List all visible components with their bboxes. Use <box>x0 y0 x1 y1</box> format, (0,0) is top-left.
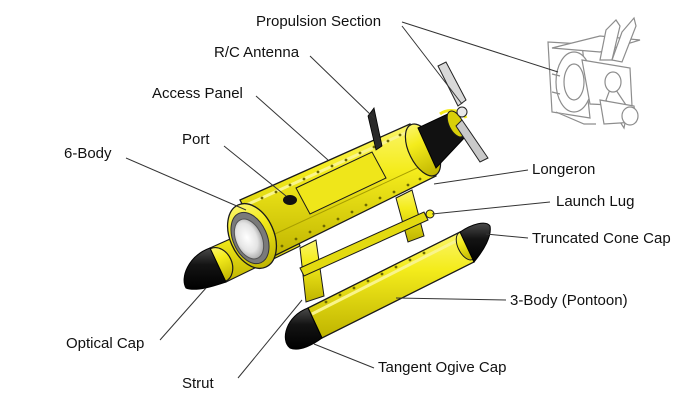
propeller-blade-upper <box>437 61 467 107</box>
label-access-panel: Access Panel <box>152 85 243 102</box>
struts <box>299 189 435 303</box>
label-propulsion-section: Propulsion Section <box>256 13 381 30</box>
label-truncated-cone-cap: Truncated Cone Cap <box>532 230 671 247</box>
label-six-body: 6-Body <box>64 145 112 162</box>
label-tangent-ogive-cap: Tangent Ogive Cap <box>378 359 506 376</box>
tangent-ogive-cap-shape <box>285 307 323 350</box>
six-body-hull <box>239 123 442 259</box>
propeller-hub <box>456 106 468 118</box>
propulsion-detail-inset <box>547 16 641 130</box>
rc-antenna <box>367 107 383 151</box>
label-optical-cap: Optical Cap <box>66 335 144 352</box>
hull-rivets <box>260 133 422 248</box>
label-strut: Strut <box>182 375 215 392</box>
propeller-blade-lower <box>455 119 489 163</box>
label-three-body-pontoon: 3-Body (Pontoon) <box>510 292 628 309</box>
truncated-cone-cap-shape <box>459 222 491 263</box>
right-pontoon <box>285 222 491 350</box>
leader-lines <box>125 21 559 379</box>
label-launch-lug: Launch Lug <box>556 193 634 210</box>
label-longeron: Longeron <box>532 161 595 178</box>
label-port: Port <box>182 131 210 148</box>
port-hole <box>283 195 297 205</box>
pontoon-rivets <box>324 251 426 304</box>
labels: Propulsion Section R/C Antenna Access Pa… <box>64 13 671 392</box>
propulsion-section <box>417 61 489 169</box>
optical-cap <box>226 203 278 269</box>
label-rc-antenna: R/C Antenna <box>214 44 300 61</box>
